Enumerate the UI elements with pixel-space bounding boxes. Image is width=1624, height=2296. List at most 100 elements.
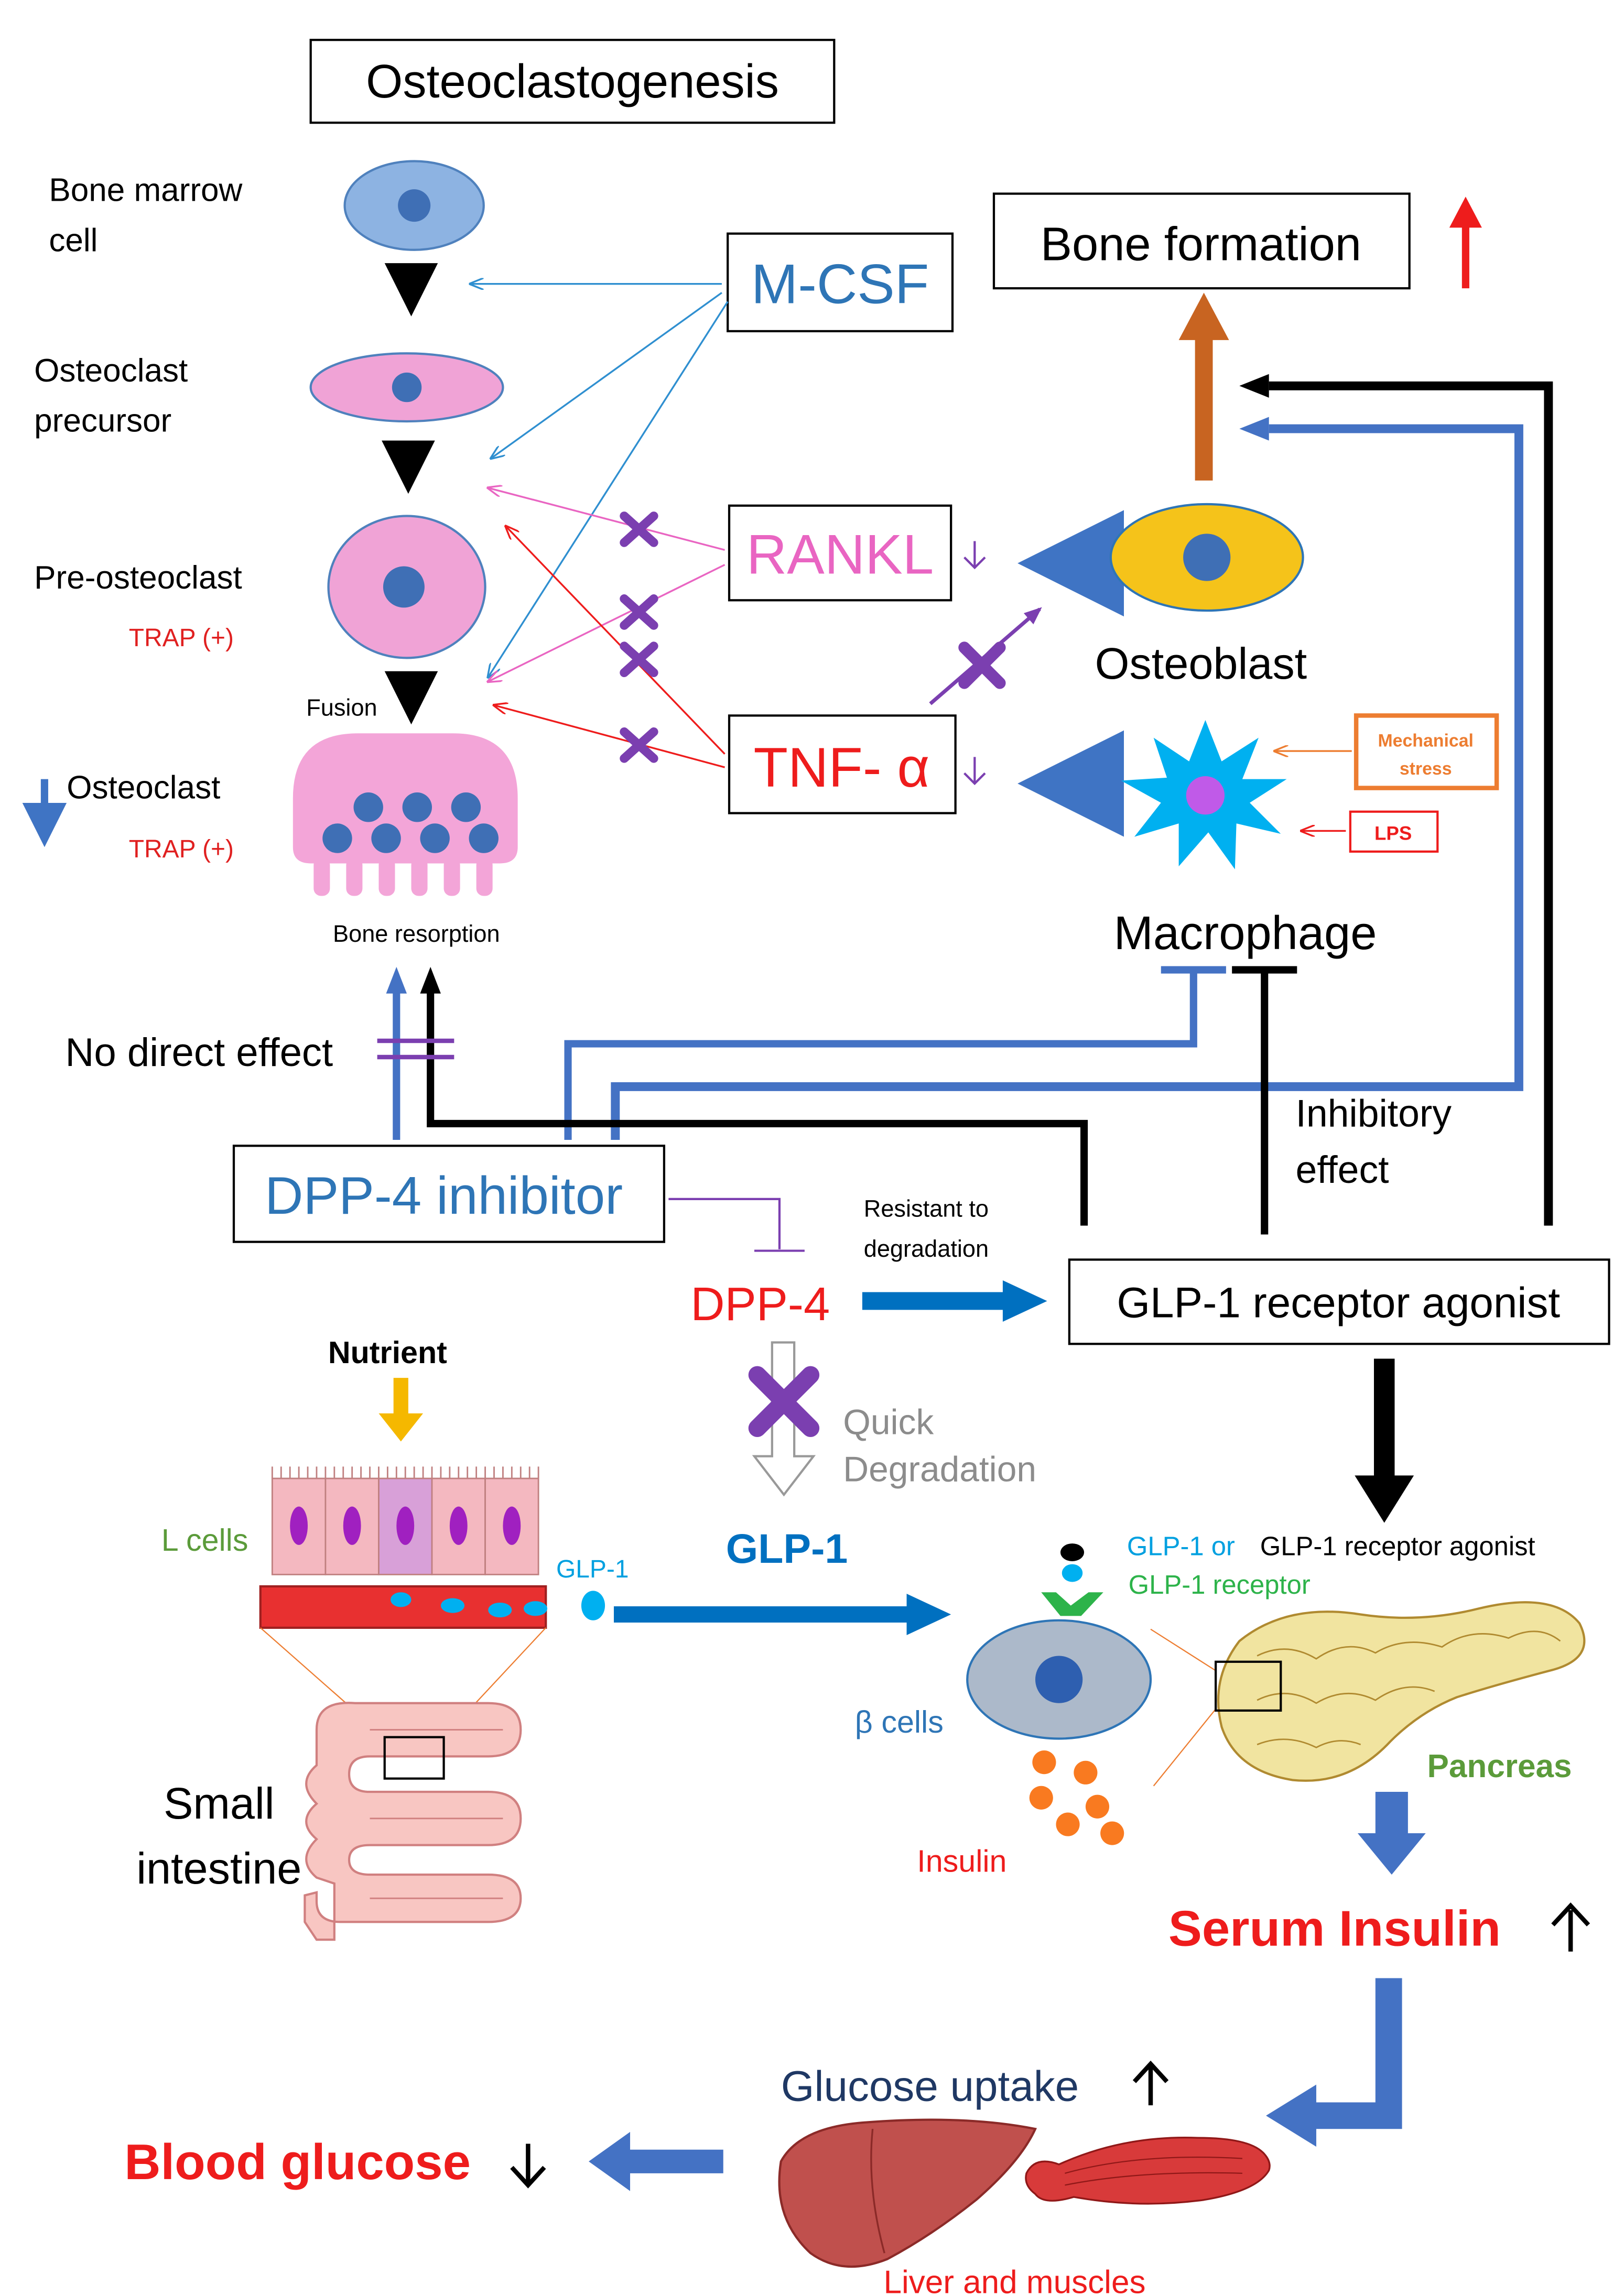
mechanical-label-1: Mechanical [1378,731,1473,751]
block-x-marks [620,512,658,763]
quick-label-2: Degradation [843,1450,1036,1489]
macrophage-cell [1121,720,1287,869]
small-intestine-label-1: Small [164,1778,275,1828]
glp1-small-label: GLP-1 [556,1555,629,1583]
no-effect-break-marks [377,1038,454,1060]
muscle-icon [1025,2136,1271,2205]
x-mark-tnf-1 [620,641,658,678]
lps-box: LPS [1349,810,1439,853]
blood-glucose-down-icon [510,2143,546,2189]
agonist-to-pancreas-head [1355,1475,1414,1523]
quick-label-1: Quick [843,1402,934,1442]
x-mark-osteoblast [958,641,1006,689]
small-intestine-label-2: intestine [136,1843,301,1893]
serum-insulin-label: Serum Insulin [1168,1900,1501,1956]
macrophage-label: Macrophage [1114,907,1377,960]
x-mark-rankl-2 [620,594,658,630]
osteoclast-cell [293,733,518,896]
l-cells-label: L cells [161,1522,248,1558]
mcsf-label: M-CSF [751,252,929,315]
osteoblast-label: Osteoblast [1095,638,1307,688]
no-effect-black-head [420,966,441,994]
pre-osteoclast-cell [327,515,486,659]
tnfa-arrows [494,526,726,768]
glp1-big-label: GLP-1 [726,1526,848,1572]
l-cells-epithelium [271,1466,539,1575]
beta-cell [966,1619,1152,1740]
pre-osteoclast-label: Pre-osteoclast [34,560,242,596]
nutrient-arrow [378,1378,424,1442]
blood-glucose-label: Blood glucose [124,2134,471,2190]
black-arrowhead-bone [1239,374,1269,398]
mechanical-stress-box: Mechanical stress [1354,713,1499,790]
glp1-ligand-cyan [1062,1564,1083,1582]
precursor-label-2: precursor [34,403,171,439]
precursor-label-1: Osteoclast [34,353,188,389]
tnfa-decrease-icon [963,757,986,786]
osteoblast-to-bone-formation-head [1178,292,1229,340]
bone-formation-box: Bone formation [992,192,1411,290]
mcsf-arrows [470,284,729,677]
osteoclast-precursor-cell [309,352,504,423]
glp1-agonist-box: GLP-1 receptor agonist [1068,1258,1610,1345]
osteoblast-cell [1109,503,1304,612]
osteoclastogenesis-title: Osteoclastogenesis [366,55,779,108]
glp1-or-label: GLP-1 or [1127,1531,1235,1561]
small-intestine [304,1702,522,1941]
osteoclastogenesis-title-box: Osteoclastogenesis [309,39,836,124]
bone-marrow-label-1: Bone marrow [49,172,242,209]
inhibitory-label-1: Inhibitory [1295,1092,1452,1135]
glucose-uptake-label: Glucose uptake [781,2063,1079,2110]
beta-cells-label: β cells [855,1704,944,1739]
dpp4-label: DPP-4 [690,1278,830,1331]
liver-icon [778,2118,1037,2268]
lps-label: LPS [1374,822,1412,844]
liver-to-blood-glucose-arrow [589,2131,723,2191]
insulin-label: Insulin [917,1843,1006,1878]
dpp4-inhibitor-label: DPP-4 inhibitor [265,1166,623,1225]
agonist-to-bone-formation-black [1269,381,1553,1226]
glp1-droplet [581,1591,605,1620]
no-effect-blue-head [386,966,407,994]
dpp4i-to-bone-formation-blue [611,424,1523,1140]
no-direct-effect-label: No direct effect [65,1030,333,1075]
tnfa-label: TNF- α [754,736,930,799]
mcsf-box: M-CSF [727,232,954,333]
bone-resorption-label: Bone resorption [333,920,500,947]
bone-marrow-cell [343,160,485,251]
dpp4i-inhibits-dpp4 [668,1198,781,1249]
glp1-receptor-label: GLP-1 receptor [1129,1570,1311,1599]
glp1-agonist-small-label: GLP-1 receptor agonist [1260,1531,1535,1561]
dpp4-to-agonist-head [1002,1280,1047,1322]
blue-arrowhead-bone [1239,417,1269,441]
rankl-label: RANKL [746,523,934,586]
resistant-label-1: Resistant to [864,1195,989,1222]
glp1-agonist-label: GLP-1 receptor agonist [1117,1279,1560,1327]
serum-insulin-up-icon [1551,1902,1590,1952]
pancreas-to-insulin-arrow [1357,1792,1426,1875]
nutrient-label: Nutrient [328,1335,447,1370]
pancreas-zoom-lines [1150,1628,1217,1787]
rankl-decrease-icon [963,541,986,570]
tnfa-box: TNF- α [728,714,957,814]
osteoclast-label: Osteoclast [67,769,220,806]
trap-label-2: TRAP (+) [129,835,234,863]
resistant-label-2: degradation [864,1235,989,1262]
pancreas-organ [1215,1601,1586,1782]
pancreas-label: Pancreas [1427,1748,1572,1784]
dpp4i-to-macrophage-blue [564,971,1197,1140]
liver-muscles-label: Liver and muscles [883,2264,1145,2296]
glp1-receptor-icon [1041,1592,1103,1616]
bone-formation-increase-head [1449,197,1482,228]
rankl-arrows [488,488,726,682]
x-mark-tnf-2 [620,727,658,763]
glp1-ligand-dot [1060,1543,1085,1561]
x-mark-rankl-1 [620,512,658,547]
bone-formation-label: Bone formation [1041,217,1361,270]
inhibitory-label-2: effect [1295,1148,1389,1191]
fusion-label: Fusion [306,694,377,721]
glucose-uptake-up-icon [1132,2060,1169,2106]
quick-degradation-arrow [748,1341,820,1497]
glp1-to-beta-head [906,1594,951,1636]
